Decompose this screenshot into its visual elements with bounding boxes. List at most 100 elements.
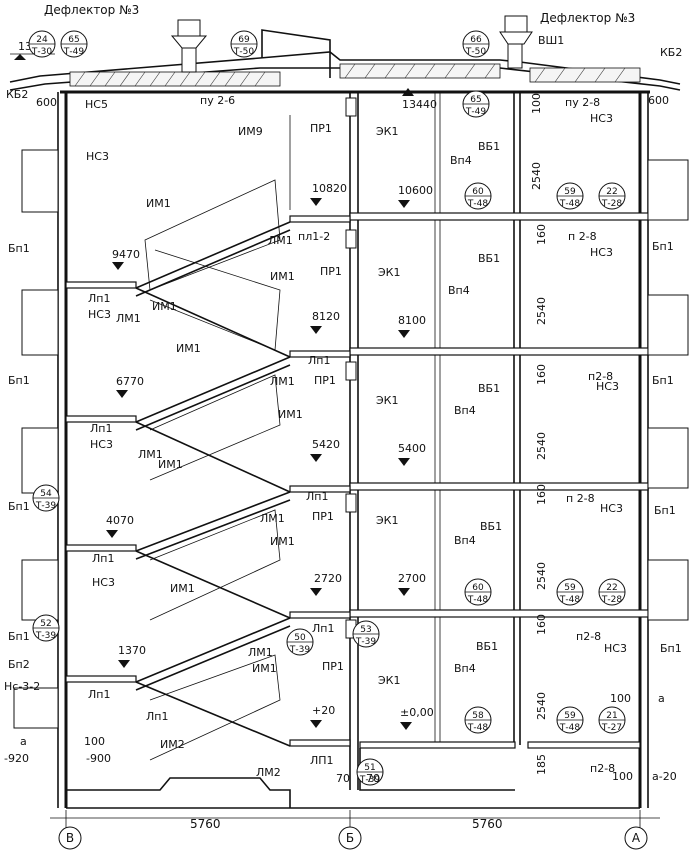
- elev-920: -920: [4, 752, 29, 765]
- ref-marker: 65Т-49: [60, 30, 88, 58]
- dim-70-b: 70: [366, 772, 380, 785]
- elev-4070: 4070: [106, 514, 134, 527]
- im1-label-3: ИМ1: [152, 300, 177, 313]
- ref-sheet: Т-39: [35, 631, 56, 641]
- lp1-left-3: Лп1: [92, 552, 114, 565]
- ek1-label-5: ЭК1: [378, 674, 401, 687]
- im1-label-5: ИМ1: [278, 408, 303, 421]
- ref-number: 22: [606, 583, 617, 593]
- pl12-label: пл1-2: [298, 230, 330, 243]
- bp1-right-4: Бп1: [660, 642, 682, 655]
- elev-900: -900: [86, 752, 111, 765]
- vb1-label-3: ВБ1: [478, 382, 500, 395]
- windows-right: [647, 159, 689, 621]
- elev-5400: 5400: [398, 442, 426, 455]
- vp4-label-4: Вп4: [454, 534, 476, 547]
- ref-marker: 66Т-50: [462, 30, 490, 58]
- ek1-label-4: ЭК1: [376, 514, 399, 527]
- vp4-label-3: Вп4: [454, 404, 476, 417]
- ref-marker: 22Т-28: [598, 182, 626, 210]
- ref-number: 60: [472, 583, 484, 593]
- ref-marker: 22Т-28: [598, 578, 626, 606]
- im1-label-6: ИМ1: [158, 458, 183, 471]
- stair-flights: [135, 179, 291, 761]
- ref-sheet: Т-50: [465, 47, 486, 57]
- dim-a-left: а: [20, 735, 27, 748]
- ref-marker: 52Т-39: [32, 614, 60, 642]
- windows-left: [13, 149, 59, 729]
- ref-sheet: Т-49: [63, 47, 84, 57]
- elev-000: ±0,00: [400, 706, 434, 719]
- dim-70-a: 70: [336, 772, 350, 785]
- ns3-label-1: НС3: [590, 246, 613, 259]
- pr1-label-1: ПР1: [310, 122, 332, 135]
- h160-1: 160: [535, 224, 548, 245]
- elevation-markers: [106, 88, 414, 730]
- ref-number: 51: [364, 763, 375, 773]
- ref-sheet: Т-30: [31, 47, 52, 57]
- lm1-label-3: ЛМ1: [270, 375, 295, 388]
- dim-100-left: 100: [84, 735, 105, 748]
- ref-marker: 50Т-39: [286, 628, 314, 656]
- p28-label-4: п2-8: [576, 630, 601, 643]
- lp1-caps-label: ЛП1: [310, 754, 334, 767]
- ref-sheet: Т-50: [233, 47, 254, 57]
- ref-marker: 24Т-30: [28, 30, 56, 58]
- dim-100-bottom: 100: [612, 770, 633, 783]
- p28-label-1: п 2-8: [568, 230, 597, 243]
- lm1-label-5: ЛМ1: [260, 512, 285, 525]
- lm2-label: ЛМ2: [256, 766, 281, 779]
- reference-markers: 24Т-3065Т-4969Т-5066Т-5065Т-4960Т-4859Т-…: [28, 30, 626, 786]
- ref-sheet: Т-48: [559, 595, 580, 605]
- ref-sheet: Т-39: [289, 645, 310, 655]
- elev-2700: 2700: [398, 572, 426, 585]
- lm1-label-4: ЛМ1: [138, 448, 163, 461]
- elev-8100: 8100: [398, 314, 426, 327]
- ref-marker: 51Т-39: [356, 758, 384, 786]
- pr1-label-4: ПР1: [312, 510, 334, 523]
- p28-label-5: п2-8: [590, 762, 615, 775]
- dim-a20: а-20: [652, 770, 677, 783]
- ref-sheet: Т-39: [355, 637, 376, 647]
- ref-number: 65: [470, 95, 481, 105]
- axis-v: В: [66, 831, 74, 845]
- ref-sheet: Т-48: [559, 723, 580, 733]
- ek1-label-1: ЭК1: [376, 125, 399, 138]
- elev-6770: 6770: [116, 375, 144, 388]
- bp1-right-1: Бп1: [652, 240, 674, 253]
- dim-100-roof: 100: [530, 93, 543, 114]
- p28-label-3: п 2-8: [566, 492, 595, 505]
- im1-label-2: ИМ1: [270, 270, 295, 283]
- ref-number: 21: [606, 711, 617, 721]
- elev-9470: 9470: [112, 248, 140, 261]
- im2-label: ИМ2: [160, 738, 185, 751]
- ref-number: 52: [40, 619, 51, 629]
- ref-marker: 59Т-48: [556, 182, 584, 210]
- h185: 185: [535, 754, 548, 775]
- lp1-left-4: Лп1: [88, 688, 110, 701]
- ref-number: 58: [472, 711, 484, 721]
- ns3-left-4: НС3: [92, 576, 115, 589]
- pr1-label-3: ПР1: [314, 374, 336, 387]
- pu26-label: пу 2-6: [200, 94, 235, 107]
- ref-sheet: Т-49: [465, 107, 486, 117]
- ref-marker: 21Т-27: [598, 706, 626, 734]
- ref-marker: 59Т-48: [556, 578, 584, 606]
- ref-sheet: Т-39: [35, 501, 56, 511]
- ns3-left-1: НС3: [86, 150, 109, 163]
- im1-label-8: ИМ1: [170, 582, 195, 595]
- pr1-label-5: ПР1: [322, 660, 344, 673]
- roof-structure: [9, 15, 681, 94]
- vb1-label-2: ВБ1: [478, 252, 500, 265]
- vb1-label-5: ВБ1: [476, 640, 498, 653]
- h2540-4: 2540: [535, 562, 548, 590]
- dim-600-right: 600: [648, 94, 669, 107]
- im1-label-1: ИМ1: [146, 197, 171, 210]
- vb1-label-1: ВБ1: [478, 140, 500, 153]
- elev-8120: 8120: [312, 310, 340, 323]
- ref-marker: 59Т-48: [556, 706, 584, 734]
- im1-label-4: ИМ1: [176, 342, 201, 355]
- ns3-right-4: НС3: [604, 642, 627, 655]
- bp1-right-2: Бп1: [652, 374, 674, 387]
